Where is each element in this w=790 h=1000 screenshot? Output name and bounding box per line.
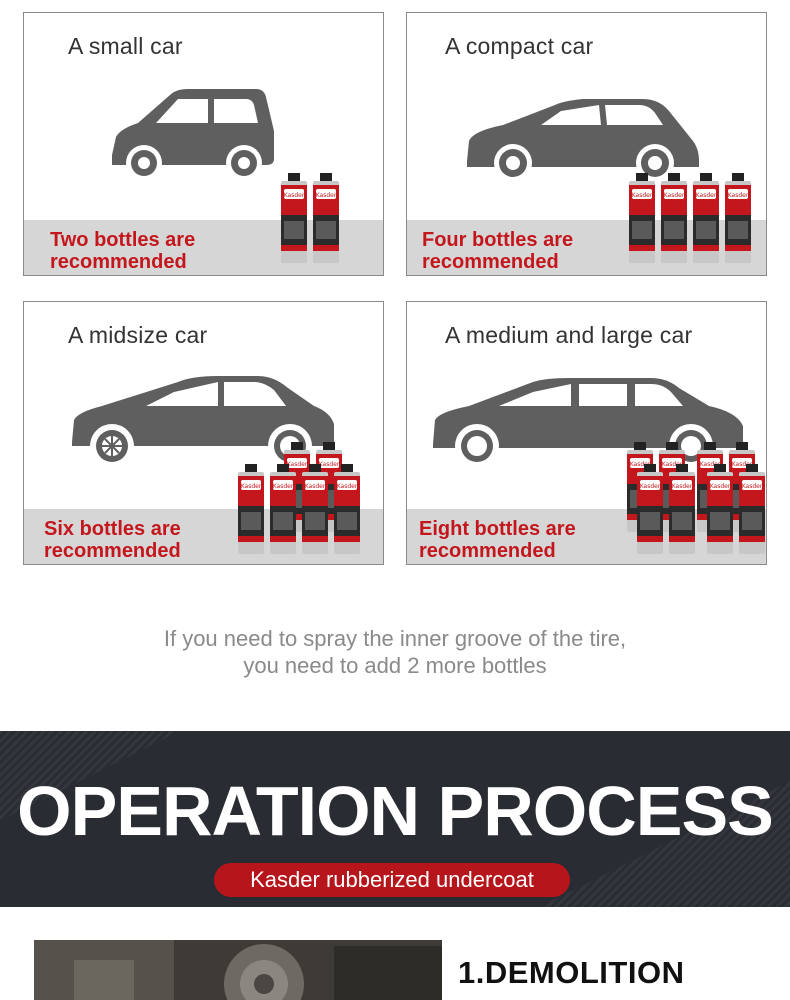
svg-text:Kasder: Kasder <box>732 461 753 468</box>
svg-text:Kasder: Kasder <box>710 483 731 490</box>
tire-groove-tip: If you need to spray the inner groove of… <box>163 626 627 678</box>
svg-text:Kasder: Kasder <box>742 483 763 490</box>
svg-text:Kasder: Kasder <box>337 483 358 490</box>
product-bottle: Kasder <box>635 464 665 554</box>
operation-process-banner: OPERATION PROCESS Kasder rubberized unde… <box>0 731 790 907</box>
svg-text:Kasder: Kasder <box>273 483 294 490</box>
stripe-pattern <box>0 731 790 907</box>
card-title: A midsize car <box>68 322 208 348</box>
svg-text:Kasder: Kasder <box>287 461 308 468</box>
svg-text:Kasder: Kasder <box>700 461 721 468</box>
svg-text:Kasder: Kasder <box>319 461 340 468</box>
product-subtitle-badge: Kasder rubberized undercoat <box>214 863 570 897</box>
svg-text:Kasder: Kasder <box>630 461 651 468</box>
svg-text:Kasder: Kasder <box>316 192 337 199</box>
svg-text:Kasder: Kasder <box>305 483 326 490</box>
svg-text:Kasder: Kasder <box>696 192 717 199</box>
product-bottle: Kasder <box>279 173 309 263</box>
compact-car-card: A compact car Kasder Kasder Kasder Kasder F… <box>406 12 767 276</box>
product-bottle: Kasder <box>268 464 298 554</box>
svg-text:Kasder: Kasder <box>284 192 305 199</box>
product-bottle: Kasder <box>332 464 362 554</box>
product-bottle: Kasder <box>723 173 753 263</box>
product-bottle: Kasder <box>236 464 266 554</box>
recommendation-text: Six bottles are recommended <box>44 518 181 562</box>
midsize-car-icon <box>72 376 334 468</box>
svg-text:Kasder: Kasder <box>640 483 661 490</box>
section-heading: OPERATION PROCESS <box>17 772 774 850</box>
product-bottle: Kasder <box>737 464 766 554</box>
product-bottle: Kasder <box>300 464 330 554</box>
svg-text:Kasder: Kasder <box>632 192 653 199</box>
svg-text:Kasder: Kasder <box>728 192 749 199</box>
svg-text:Kasder: Kasder <box>662 461 683 468</box>
card-title: A compact car <box>445 33 594 59</box>
card-title: A small car <box>68 33 183 59</box>
small-car-card: A small car Kasder Kasder Two bottles are… <box>23 12 384 276</box>
card-title: A medium and large car <box>445 322 693 348</box>
recommendation-text: Eight bottles are recommended <box>419 518 576 562</box>
recommendation-text: Two bottles are recommended <box>50 229 196 273</box>
product-bottle: Kasder <box>705 464 735 554</box>
product-bottle: Kasder <box>691 173 721 263</box>
compact-car-icon <box>467 99 699 181</box>
small-car-icon <box>112 89 274 181</box>
product-bottle: Kasder <box>311 173 341 263</box>
step-title: 1.DEMOLITION <box>458 955 685 990</box>
demolition-photo <box>34 940 442 1000</box>
product-bottle: Kasder <box>659 173 689 263</box>
svg-text:Kasder: Kasder <box>672 483 693 490</box>
svg-text:Kasder: Kasder <box>664 192 685 199</box>
product-bottle: Kasder <box>667 464 697 554</box>
product-bottle: Kasder <box>627 173 657 263</box>
recommendation-text: Four bottles are recommended <box>422 229 574 273</box>
svg-text:Kasder: Kasder <box>241 483 262 490</box>
